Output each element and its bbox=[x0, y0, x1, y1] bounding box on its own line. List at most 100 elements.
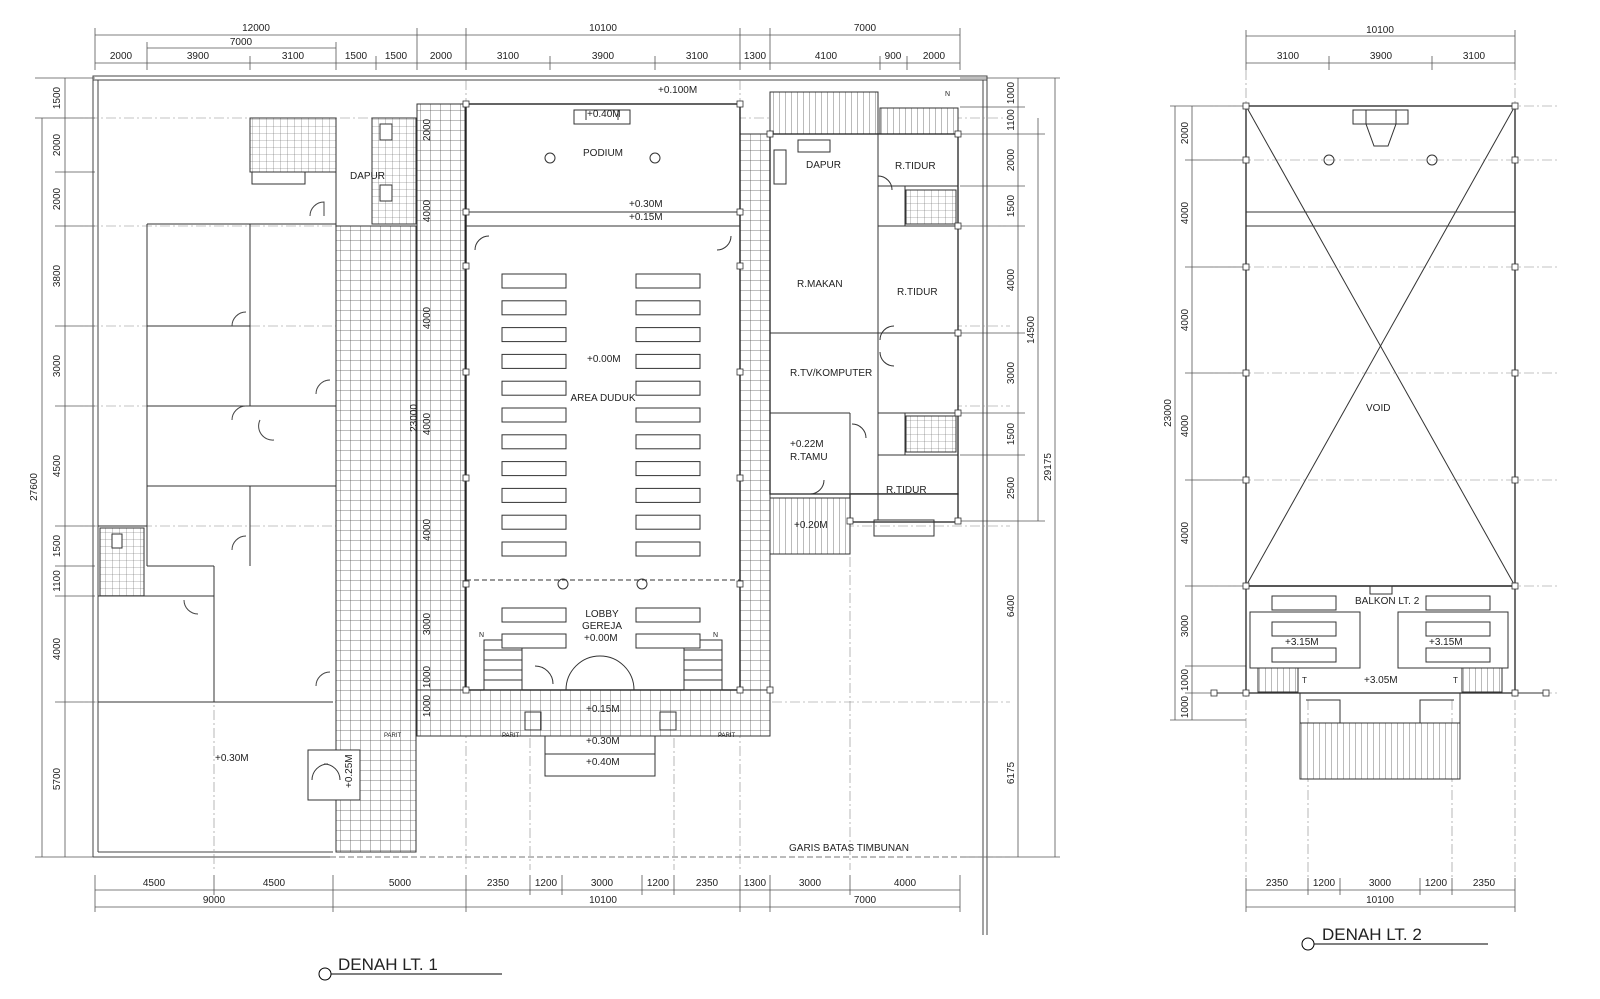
column-marker bbox=[1242, 369, 1250, 377]
dim-right: 6400 bbox=[1006, 594, 1017, 617]
level-front-2: +0.15M bbox=[629, 212, 663, 223]
pew bbox=[501, 487, 567, 503]
column-marker bbox=[462, 208, 470, 216]
column-marker bbox=[462, 686, 470, 694]
column-marker bbox=[736, 100, 744, 108]
room-area-duduk: AREA DUDUK bbox=[570, 393, 635, 404]
dim-inner: 4000 bbox=[422, 412, 433, 435]
dim-right: 3000 bbox=[1006, 361, 1017, 384]
dim-right: 4000 bbox=[1006, 268, 1017, 291]
column-marker bbox=[462, 580, 470, 588]
parit-label: PARIT bbox=[718, 733, 736, 739]
dim-inner: 1000 bbox=[422, 665, 433, 688]
column-marker bbox=[1210, 689, 1218, 697]
pew bbox=[635, 434, 701, 450]
column-marker bbox=[1242, 102, 1250, 110]
dim-bottom: 2350 bbox=[487, 878, 510, 889]
dim-top: 2000 bbox=[923, 51, 946, 62]
dim-top-total: 10100 bbox=[1366, 25, 1394, 36]
columns bbox=[462, 100, 962, 694]
dim-right: 6175 bbox=[1006, 761, 1017, 784]
lt2-front-stair bbox=[1299, 722, 1461, 780]
dim-top-total: 7000 bbox=[854, 23, 877, 34]
site-boundary-top bbox=[92, 75, 988, 81]
column-marker bbox=[1511, 156, 1519, 164]
pew bbox=[635, 380, 701, 396]
pew bbox=[635, 633, 701, 649]
dim-inner: 2000 bbox=[422, 118, 433, 141]
dim-right: 1500 bbox=[1006, 194, 1017, 217]
column-marker bbox=[736, 262, 744, 270]
balkon-label: BALKON LT. 2 bbox=[1355, 596, 1420, 607]
dim-right: 2000 bbox=[1006, 148, 1017, 171]
level-area: +0.00M bbox=[587, 354, 621, 365]
dim-left: 1500 bbox=[52, 534, 63, 557]
room-tidur-1: R.TIDUR bbox=[895, 161, 936, 172]
dim-left: 1100 bbox=[52, 570, 63, 592]
dimension-lines-right bbox=[960, 77, 1060, 858]
pews bbox=[501, 273, 701, 649]
parit-label: PARIT bbox=[502, 733, 520, 739]
house-right bbox=[769, 91, 959, 555]
column-marker bbox=[736, 368, 744, 376]
t-mark: T bbox=[1453, 676, 1458, 685]
level-lobby: +0.00M bbox=[584, 633, 618, 644]
pew bbox=[501, 633, 567, 649]
plan-2-dimension-lines bbox=[1170, 30, 1516, 912]
column-marker bbox=[1542, 689, 1550, 697]
pew bbox=[501, 300, 567, 316]
dim-left: 2000 bbox=[52, 187, 63, 210]
column-marker bbox=[766, 130, 774, 138]
dim-bottom: 2350 bbox=[696, 878, 719, 889]
dim-top: 1500 bbox=[345, 51, 368, 62]
dim-bottom: 3000 bbox=[591, 878, 614, 889]
title-marker-icon bbox=[318, 967, 332, 981]
dim-left: 3000 bbox=[52, 354, 63, 377]
pew bbox=[635, 273, 701, 289]
level-step-1: +0.30M bbox=[586, 736, 620, 747]
pew bbox=[501, 380, 567, 396]
pew bbox=[501, 607, 567, 623]
level-left-door: +0.25M bbox=[344, 754, 355, 788]
plan-1 bbox=[35, 28, 1060, 935]
hall-left-tiles bbox=[416, 103, 466, 737]
dim-bottom: 4000 bbox=[894, 878, 917, 889]
hall-walls bbox=[465, 103, 741, 691]
dim-top-total: 10100 bbox=[589, 23, 617, 34]
plan-1-labels: 12000 10100 7000 7000 2000 3900 3100 150… bbox=[29, 23, 1054, 981]
dim-inner: 4000 bbox=[422, 199, 433, 222]
room-tv: R.TV/KOMPUTER bbox=[790, 368, 872, 379]
dim-inner: 3000 bbox=[422, 612, 433, 635]
column-marker bbox=[1242, 582, 1250, 590]
dim-bottom-total: 9000 bbox=[203, 895, 226, 906]
column-marker bbox=[1511, 263, 1519, 271]
room-gereja: GEREJA bbox=[582, 621, 622, 632]
column-marker bbox=[462, 100, 470, 108]
dim-right: 1500 bbox=[1006, 422, 1017, 445]
level-tamu: +0.22M bbox=[790, 439, 824, 450]
dim-left: 5700 bbox=[52, 767, 63, 790]
dim-inner: 4000 bbox=[422, 518, 433, 541]
dim-top-total: 12000 bbox=[242, 23, 270, 34]
dim-left: 3800 bbox=[52, 264, 63, 287]
column-marker bbox=[736, 208, 744, 216]
left-stair-tiles bbox=[249, 117, 337, 173]
dim-right-sub: 14500 bbox=[1026, 316, 1037, 344]
title-marker-icon bbox=[1301, 937, 1315, 951]
room-dapur-left: DAPUR bbox=[350, 171, 385, 182]
room-tidur-3: R.TIDUR bbox=[886, 485, 927, 496]
dim-left: 4000 bbox=[52, 637, 63, 660]
level-podium: +0.40M bbox=[587, 109, 621, 120]
pew bbox=[501, 353, 567, 369]
dim-bottom: 2350 bbox=[1266, 878, 1289, 889]
pew bbox=[635, 300, 701, 316]
dim-bottom: 1200 bbox=[647, 878, 670, 889]
pew bbox=[635, 461, 701, 477]
column-marker bbox=[462, 262, 470, 270]
room-podium: PODIUM bbox=[583, 148, 623, 159]
room-tamu: R.TAMU bbox=[790, 452, 828, 463]
dim-top: 3100 bbox=[686, 51, 709, 62]
column-marker bbox=[954, 222, 962, 230]
level-balcony-right: +3.15M bbox=[1429, 637, 1463, 648]
